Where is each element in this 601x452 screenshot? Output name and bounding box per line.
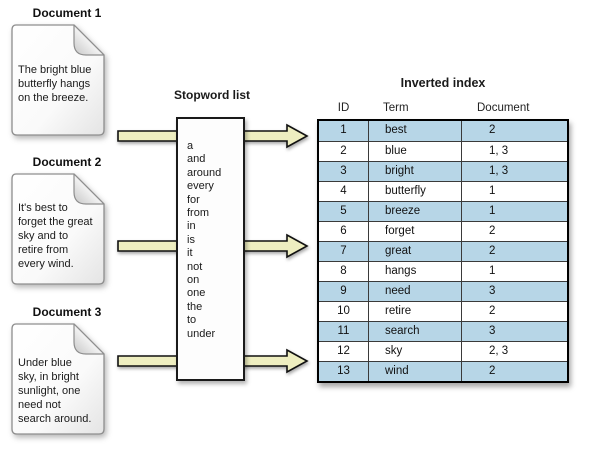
index-cell-id: 8 (319, 262, 369, 281)
index-cell-document: 1 (489, 205, 496, 217)
index-cell-document: 2, 3 (489, 345, 509, 357)
index-cell-document: 3 (489, 325, 496, 337)
index-cell-term: search (369, 322, 462, 341)
document-1-text: The bright blue butterfly hangs on the b… (18, 64, 92, 104)
index-cell-document: 1, 3 (489, 145, 509, 157)
document-3-title: Document 3 (32, 305, 102, 319)
index-cell-id: 7 (319, 242, 369, 261)
index-cell-document: 1, 3 (489, 165, 509, 177)
index-cell-id: 3 (319, 162, 369, 181)
index-cell-id: 9 (319, 282, 369, 301)
stopword-item: every (187, 180, 214, 193)
page-icon (11, 173, 105, 285)
index-cell-document: 2 (489, 245, 496, 257)
index-cell-term: need (369, 282, 462, 301)
index-cell-id: 13 (319, 362, 369, 381)
index-cell-id: 10 (319, 302, 369, 321)
index-cell-term: wind (369, 362, 462, 381)
page-icon (11, 24, 105, 136)
index-cell-id: 6 (319, 222, 369, 241)
index-cell-term: great (369, 242, 462, 261)
column-header-id: ID (337, 102, 350, 114)
index-cell-document: 1 (489, 265, 496, 277)
stopword-list-title: Stopword list (174, 88, 250, 102)
stopword-item: on (187, 274, 200, 287)
index-cell-document: 2 (489, 305, 496, 317)
index-cell-term: hangs (369, 262, 462, 281)
index-cell-id: 5 (319, 202, 369, 221)
document-2-icon: It's best to forget the great sky and to… (11, 173, 105, 285)
index-cell-term: best (369, 121, 462, 141)
index-cell-id: 4 (319, 182, 369, 201)
index-cell-term: breeze (369, 202, 462, 221)
document-1-icon: The bright blue butterfly hangs on the b… (11, 24, 105, 136)
stopword-item: it (187, 247, 193, 260)
stopword-item: under (187, 327, 216, 340)
document-3-text: Under blue sky, in bright sunlight, one … (18, 357, 92, 425)
index-cell-document: 2 (489, 365, 496, 377)
stopword-item: from (187, 207, 209, 220)
column-header-document: Document (477, 102, 530, 114)
index-cell-document: 1 (489, 185, 496, 197)
index-cell-id: 12 (319, 342, 369, 361)
inverted-index-title: Inverted index (400, 76, 486, 90)
stopword-item: not (187, 260, 203, 273)
index-cell-id: 2 (319, 142, 369, 161)
document-2-text: It's best to forget the great sky and to… (18, 202, 93, 270)
stopword-item: and (187, 153, 206, 166)
stopword-item: to (187, 314, 197, 327)
stopword-item: in (187, 220, 196, 233)
page-icon (11, 323, 105, 435)
column-header-term: Term (383, 102, 409, 114)
document-1-title: Document 1 (32, 6, 102, 20)
index-cell-term: bright (369, 162, 462, 181)
index-cell-document: 3 (489, 285, 496, 297)
index-cell-id: 1 (319, 121, 369, 141)
index-cell-document: 2 (489, 124, 496, 136)
index-cell-term: retire (369, 302, 462, 321)
index-cell-term: forget (369, 222, 462, 241)
index-cell-term: butterfly (369, 182, 462, 201)
stopword-item: one (187, 287, 206, 300)
document-2-title: Document 2 (32, 155, 102, 169)
index-cell-document: 2 (489, 225, 496, 237)
index-cell-term: blue (369, 142, 462, 161)
stopword-item: the (187, 300, 203, 313)
index-cell-id: 11 (319, 322, 369, 341)
index-cell-term: sky (369, 342, 462, 361)
stopword-item: around (187, 166, 222, 179)
document-3-icon: Under blue sky, in bright sunlight, one … (11, 323, 105, 435)
stopword-item: a (187, 140, 194, 152)
stopword-item: for (187, 193, 200, 206)
stopword-item: is (187, 233, 195, 246)
